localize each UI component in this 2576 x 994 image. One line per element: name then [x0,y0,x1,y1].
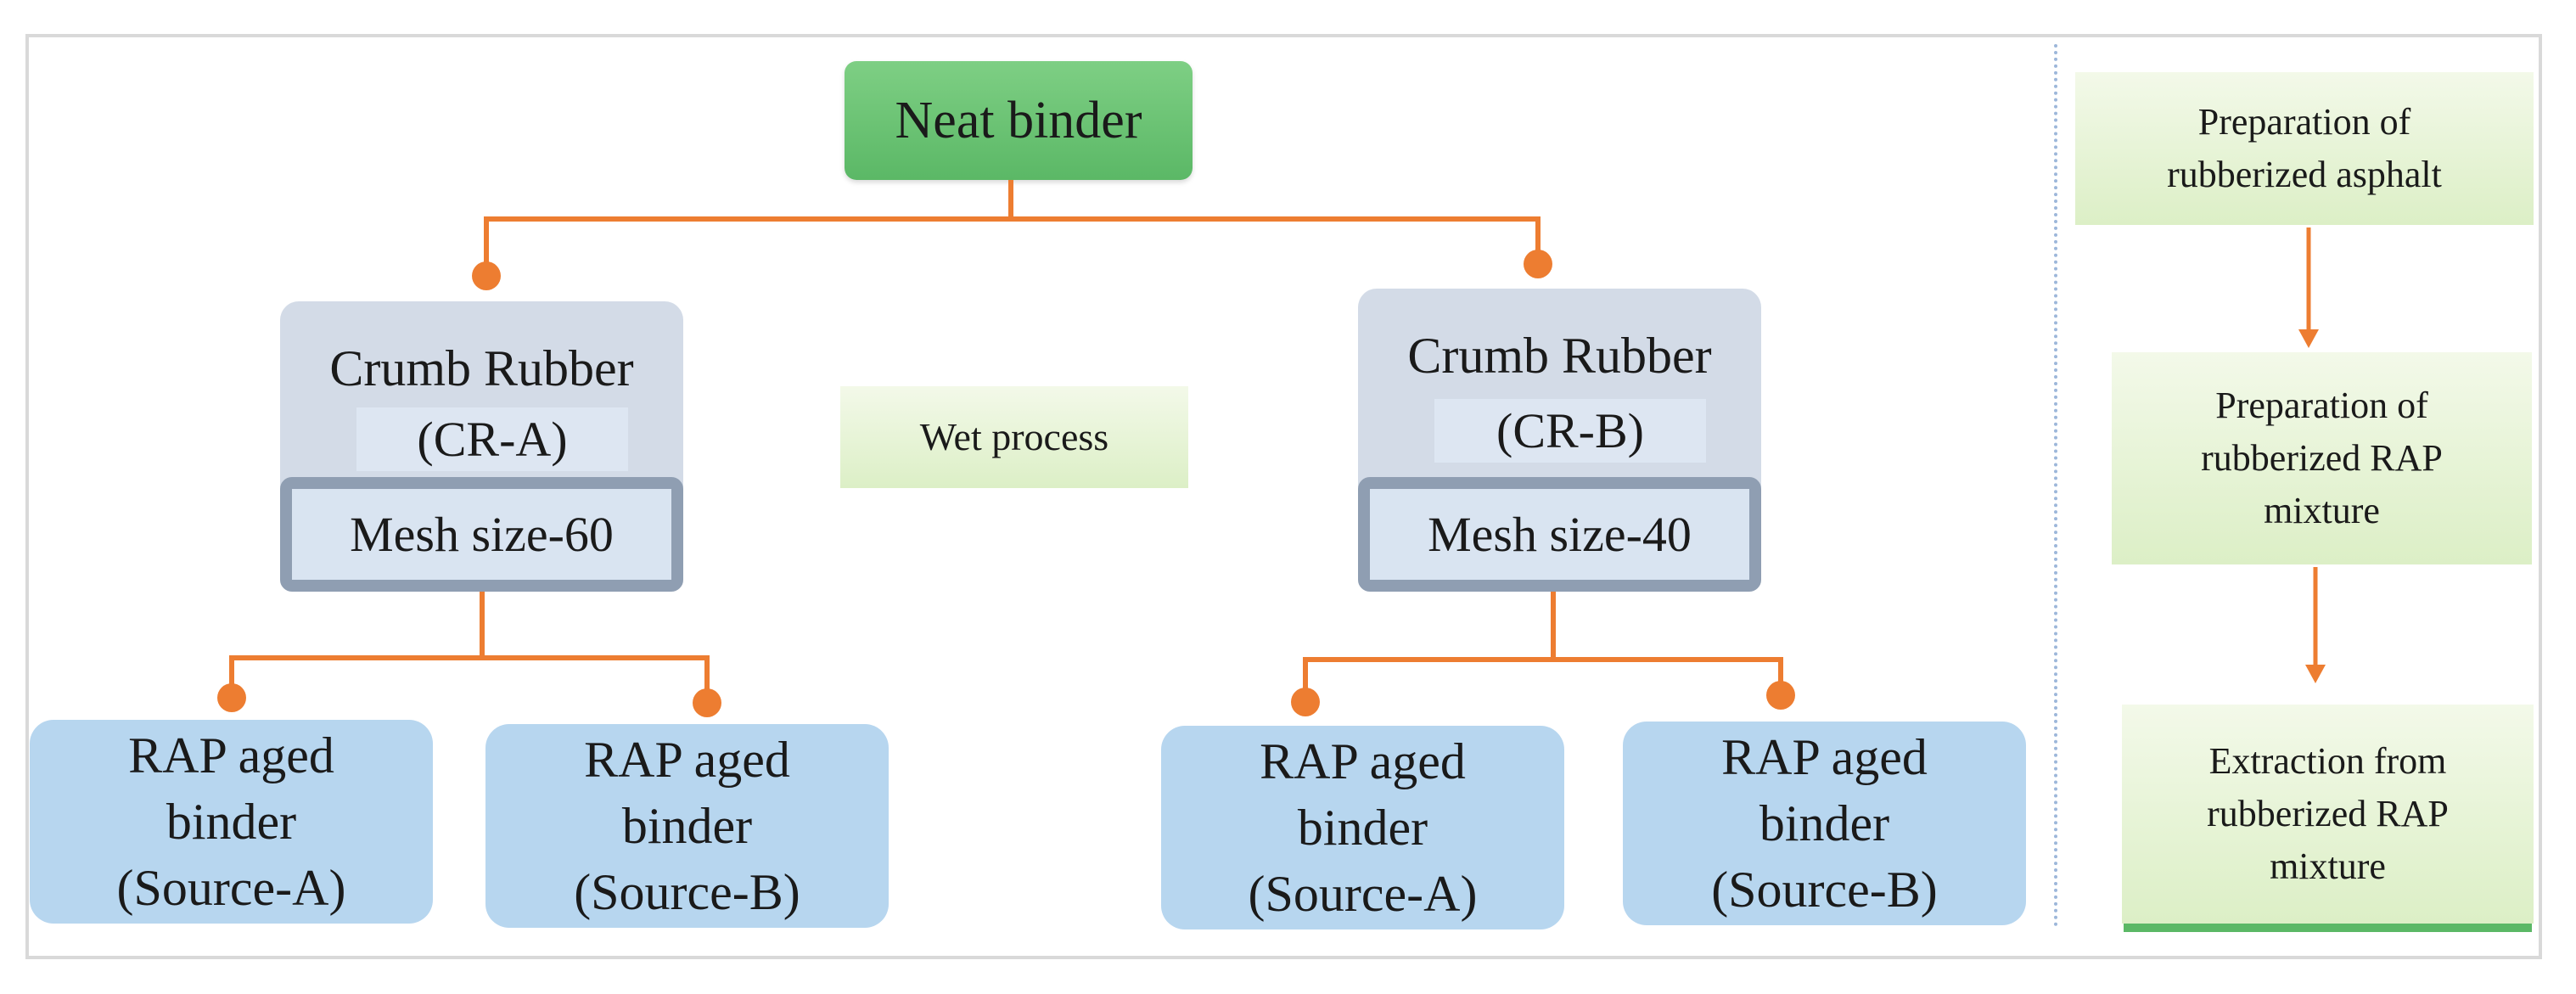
rap-binder-line1-a1: RAP aged [128,727,334,783]
connector-a-stem [480,592,485,658]
crumb-rubber-node-b: Crumb Rubber (CR-B) [1358,289,1761,586]
crumb-rubber-code-a: (CR-A) [356,407,628,471]
mesh-size-box-a: Mesh size-60 [280,477,683,592]
connector-b-left-drop [1303,657,1308,701]
connector-dot-b-left [1291,688,1320,716]
process-step-1: Preparation of rubberized asphalt [2075,72,2534,225]
connector-dot-a-left [217,683,246,712]
connector-b-stem [1551,592,1556,660]
crumb-rubber-title-a: Crumb Rubber [329,340,634,396]
rap-binder-source-a2: (Source-B) [574,864,800,920]
crumb-rubber-title-b: Crumb Rubber [1407,328,1712,384]
process-step-3-line2: rubberized RAP [2207,793,2449,834]
rap-binder-line2-a2: binder [621,798,753,854]
rap-binder-line2-b1: binder [1297,800,1428,856]
connector-b-bar [1303,657,1783,662]
rap-binder-line1-b2: RAP aged [1721,729,1928,785]
root-node: Neat binder [845,61,1193,180]
mesh-size-label-b: Mesh size-40 [1428,507,1692,562]
connector-branch-b-drop [1535,216,1541,264]
rap-binder-line1-a2: RAP aged [584,732,790,788]
connector-dot-branch-a [472,261,501,290]
process-step-3: Extraction from rubberized RAP mixture [2122,705,2534,924]
connector-dot-b-right [1766,681,1795,710]
rap-binder-node-b2: RAP aged binder (Source-B) [1623,722,2026,925]
mesh-size-label-a: Mesh size-60 [350,507,614,562]
rap-binder-line2-b2: binder [1759,795,1890,851]
process-step-2-line3: mixture [2264,490,2380,531]
arrowhead-step-3 [2305,665,2326,683]
connector-branch-a-drop [484,216,489,276]
rap-binder-source-b1: (Source-A) [1248,866,1478,922]
process-label-box: Wet process [840,386,1188,488]
crumb-rubber-code-b: (CR-B) [1434,399,1706,463]
mesh-size-box-b: Mesh size-40 [1358,477,1761,592]
connector-a-right-drop [704,655,710,702]
connector-b-right-drop [1778,657,1783,694]
process-step-2: Preparation of rubberized RAP mixture [2112,352,2532,564]
rap-binder-source-b2: (Source-B) [1711,862,1938,918]
rap-binder-node-b1: RAP aged binder (Source-A) [1161,726,1564,929]
connector-root-bar [484,216,1541,222]
process-step-1-line2: rubberized asphalt [2167,154,2442,195]
rap-binder-source-a1: (Source-A) [116,860,346,916]
rap-binder-line2-a1: binder [166,794,297,850]
arrowhead-step-2 [2298,329,2319,348]
process-step-1-line1: Preparation of [2197,101,2411,143]
section-divider [2054,44,2057,927]
process-label: Wet process [919,415,1109,458]
connector-root-stem [1008,180,1013,219]
connector-a-bar [229,655,710,660]
rap-binder-line1-b1: RAP aged [1260,733,1466,789]
root-label: Neat binder [895,91,1142,149]
connector-dot-branch-b [1524,250,1552,278]
rap-binder-node-a1: RAP aged binder (Source-A) [30,720,433,924]
process-step-2-line1: Preparation of [2215,385,2428,426]
connector-a-left-drop [229,655,234,698]
process-step-2-line2: rubberized RAP [2201,437,2443,479]
process-step-3-line1: Extraction from [2208,740,2447,782]
rap-binder-node-a2: RAP aged binder (Source-B) [485,724,889,928]
outer-frame [25,34,2542,959]
process-step-3-line3: mixture [2270,845,2386,887]
connector-dot-a-right [693,688,721,717]
